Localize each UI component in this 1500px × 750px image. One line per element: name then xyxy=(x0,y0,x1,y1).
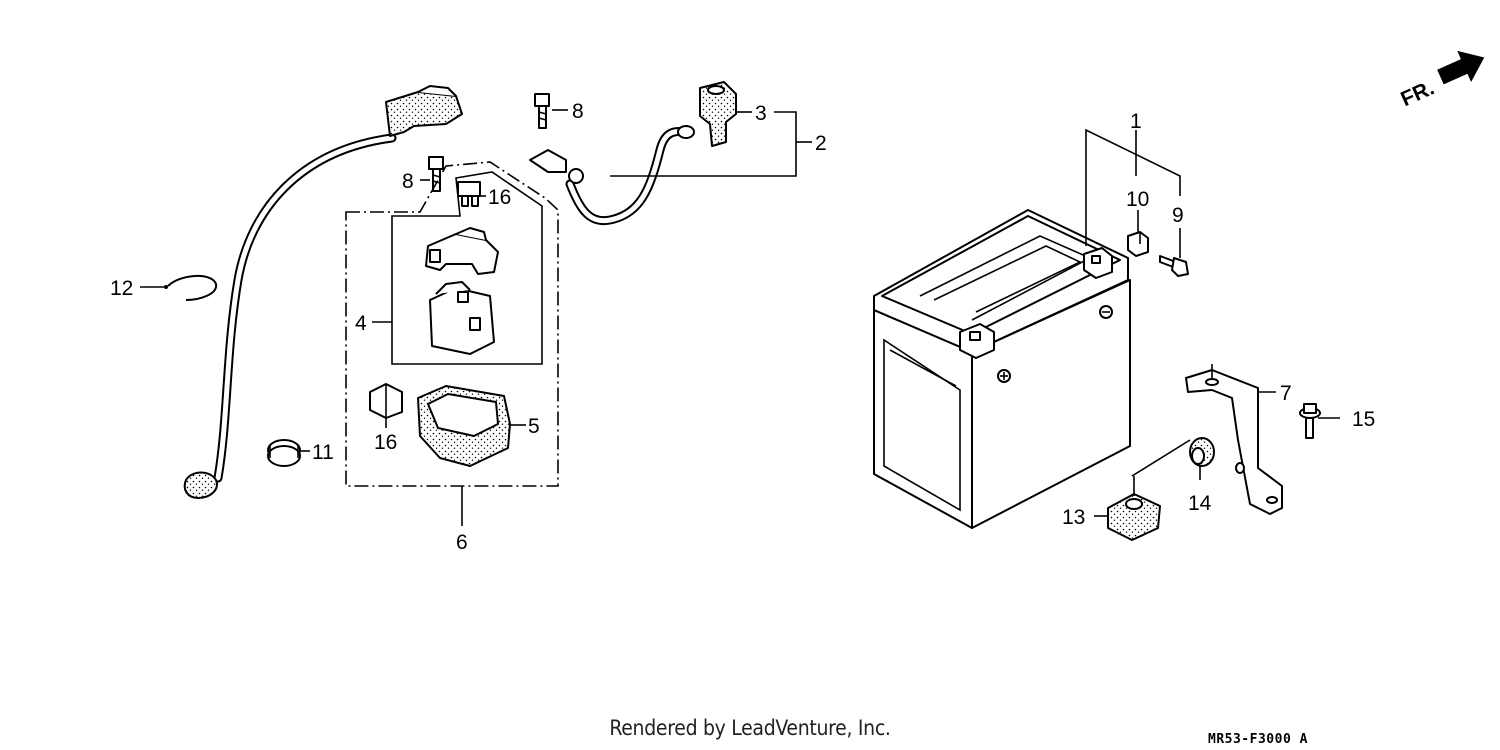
nut xyxy=(1127,231,1149,257)
fuse-upper xyxy=(457,181,481,207)
callout-15: 15 xyxy=(1352,408,1375,431)
cushion-block xyxy=(1107,493,1161,541)
terminal-bolt xyxy=(1159,255,1189,277)
relay-boot xyxy=(417,385,511,467)
bolt-upper xyxy=(534,93,550,129)
callout-16-upper: 16 xyxy=(488,186,511,209)
relay xyxy=(429,281,495,355)
callout-13: 13 xyxy=(1062,506,1085,529)
callout-16-lower: 16 xyxy=(374,431,397,454)
callout-5: 5 xyxy=(528,415,540,438)
terminal-cover xyxy=(699,81,737,147)
fuse-lower xyxy=(369,383,403,419)
callout-8-lower: 8 xyxy=(402,170,414,193)
callout-6: 6 xyxy=(456,531,468,554)
battery xyxy=(873,209,1131,529)
callout-12: 12 xyxy=(110,277,133,300)
callout-9: 9 xyxy=(1172,204,1184,227)
callout-8-upper: 8 xyxy=(572,100,584,123)
cable-clamp xyxy=(267,439,301,467)
negative-cable xyxy=(167,85,463,499)
flange-bolt xyxy=(1299,403,1321,439)
battery-bracket xyxy=(1185,369,1283,515)
positive-cable xyxy=(529,125,695,226)
callout-2: 2 xyxy=(815,132,827,155)
callout-14: 14 xyxy=(1188,492,1212,515)
grommet xyxy=(1189,437,1215,467)
callout-11: 11 xyxy=(312,441,334,464)
callout-10: 10 xyxy=(1126,188,1149,211)
diagram-code: MR53-F3000 A xyxy=(1208,732,1308,747)
callout-7: 7 xyxy=(1280,382,1292,405)
bolt-lower xyxy=(428,156,444,192)
footer-credit: Rendered by LeadVenture, Inc. xyxy=(609,716,891,740)
relay-top xyxy=(425,227,499,275)
callout-4: 4 xyxy=(355,312,367,335)
front-direction-arrow: FR. xyxy=(1397,50,1485,111)
callout-3: 3 xyxy=(755,102,767,125)
direction-label: FR. xyxy=(1397,76,1437,111)
callout-1: 1 xyxy=(1130,110,1142,133)
arrow-icon xyxy=(1437,50,1485,85)
